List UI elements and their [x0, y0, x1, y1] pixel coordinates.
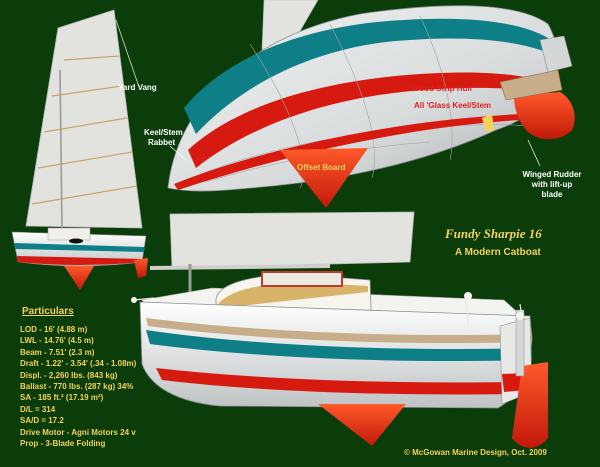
- offset-board: [280, 148, 368, 208]
- spec-item: LWL - 14.76' (4.5 m): [20, 336, 94, 346]
- underside-hull-view: [167, 5, 575, 208]
- small-boat-keel: [64, 266, 94, 290]
- furled-sail: [169, 211, 415, 269]
- small-boat-cabin: [47, 227, 91, 241]
- keel-stem-rabbet-label-line1: Keel/Stem: [144, 128, 183, 137]
- small-boat-sail: [25, 9, 143, 229]
- small-boat-rudder: [134, 258, 148, 278]
- particulars-list: LOD - 16' (4.88 m) LWL - 14.76' (4.5 m) …: [20, 324, 136, 449]
- leader-lines: [169, 139, 541, 167]
- spec-item: Draft - 1.22' - 3.54' (.34 - 1.08m): [20, 359, 137, 369]
- small-boat-view: [11, 9, 148, 290]
- keel: [318, 404, 406, 446]
- rudder: [512, 362, 548, 448]
- winged-rudder-label-line1: Winged Rudder: [522, 170, 582, 179]
- spec-item: Beam - 7.51' (2.3 m): [20, 347, 95, 357]
- glass-keel-stem-label: All 'Glass Keel/Stem: [414, 101, 492, 110]
- red-bootstripe: [156, 368, 518, 395]
- spec-item: LOD - 16' (4.88 m): [20, 325, 88, 334]
- teal-stripe: [146, 330, 532, 362]
- spec-item: Displ. - 2,260 lbs. (843 kg): [20, 370, 118, 380]
- small-boat-battens: [31, 55, 138, 205]
- winged-rudder-label-line2: with lift-up: [531, 180, 573, 189]
- keel-stem-rabbet-label-line2: Rabbet: [148, 138, 176, 147]
- spec-item: Ballast - 770 lbs. (287 kg) 34%: [20, 382, 134, 392]
- spec-item: D/L = 314: [20, 404, 56, 414]
- winged-rudder: [514, 92, 575, 140]
- offset-board-label: Offset Board: [297, 163, 346, 172]
- spec-item: SA/D = 17.2: [20, 416, 64, 426]
- keel-fitting: [482, 114, 494, 132]
- yard-vang-label: Yard Vang: [118, 83, 157, 92]
- main-profile-view: [131, 211, 548, 448]
- hatch: [261, 271, 343, 287]
- winged-rudder-label-line3: blade: [541, 190, 563, 199]
- small-boat-mast: [59, 69, 63, 231]
- copyright-credit: © McGowan Marine Design, Oct. 2009: [404, 448, 547, 457]
- design-subtitle: A Modern Catboat: [455, 247, 541, 258]
- spec-item: SA - 185 ft.² (17.19 m²): [20, 393, 104, 403]
- wood-strip-hull-label: Wood Strip Hull: [412, 84, 472, 93]
- design-title: Fundy Sharpie 16: [445, 226, 542, 241]
- particulars-heading: Particulars: [22, 306, 74, 317]
- spec-item: Prop - 3-Blade Folding: [20, 439, 106, 449]
- boom: [149, 264, 331, 270]
- spec-item: Drive Motor - Agni Motors 24 v: [20, 427, 136, 437]
- yard-vang-line: [115, 19, 139, 85]
